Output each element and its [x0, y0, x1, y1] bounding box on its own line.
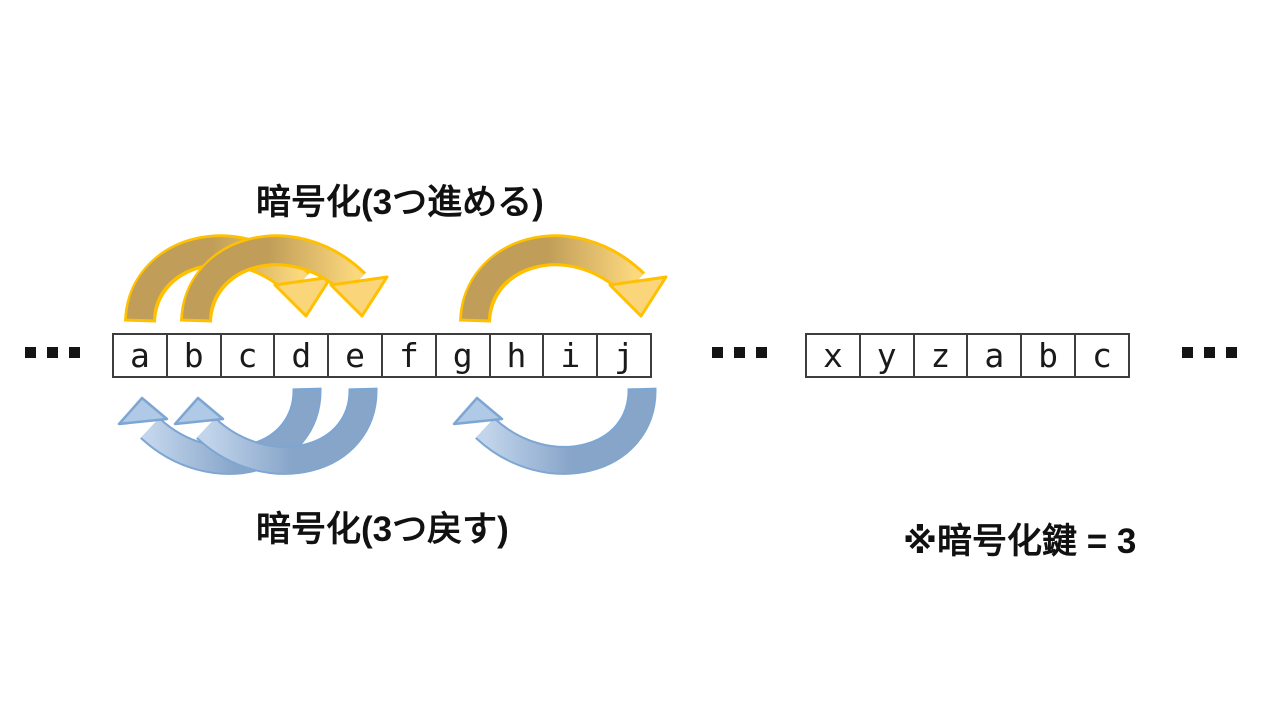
arrow-band-outline	[475, 387, 657, 475]
arrow-head	[329, 275, 389, 318]
forward-arrow-g-to-j	[459, 234, 668, 324]
letter-cell: c	[219, 333, 276, 378]
square-dot-icon	[1204, 347, 1215, 358]
letter-cell: e	[327, 333, 383, 378]
encrypt-label: 暗号化(3つ進める)	[256, 183, 544, 222]
arrow-head	[608, 275, 668, 318]
square-dot-icon	[1226, 347, 1237, 358]
letter-cell: d	[273, 333, 330, 378]
letter-cell: b	[165, 333, 222, 378]
arrow-band	[476, 390, 655, 473]
letter-cell: j	[596, 333, 652, 378]
forward-arrow-b-to-e	[180, 234, 389, 324]
arrow-head	[173, 396, 225, 426]
arrow-band-outline	[180, 234, 367, 324]
arrow-band	[197, 390, 376, 473]
backward-arrow-j-to-g	[452, 387, 657, 475]
letter-cell: a	[966, 333, 1023, 378]
ellipsis-right-icon	[1182, 347, 1237, 358]
letter-cell: f	[380, 333, 437, 378]
arrow-band-outline	[124, 234, 311, 324]
arrow-band	[141, 390, 320, 473]
arrow-band	[183, 237, 365, 321]
square-dot-icon	[47, 347, 58, 358]
letter-cell: x	[805, 333, 861, 378]
letter-cell: c	[1073, 333, 1130, 378]
square-dot-icon	[69, 347, 80, 358]
arrow-band	[127, 237, 309, 321]
square-dot-icon	[734, 347, 745, 358]
arrow-band	[462, 237, 644, 321]
letter-cell: h	[488, 333, 545, 378]
letter-cell: b	[1020, 333, 1076, 378]
letter-cell: i	[542, 333, 599, 378]
decrypt-label: 暗号化(3つ戻す)	[256, 510, 509, 549]
square-dot-icon	[756, 347, 767, 358]
arrow-head	[273, 275, 333, 318]
backward-arrow-e-to-b	[173, 387, 378, 475]
forward-arrow-a-to-d	[124, 234, 333, 324]
arrow-band-outline	[459, 234, 646, 324]
arrow-head	[117, 396, 169, 426]
key-note-label: ※暗号化鍵 = 3	[903, 522, 1137, 561]
letter-cell: y	[858, 333, 915, 378]
backward-arrow-d-to-a	[117, 387, 322, 475]
letter-cell: g	[434, 333, 491, 378]
arrow-band-outline	[140, 387, 322, 475]
ellipsis-middle-icon	[712, 347, 767, 358]
arrow-head	[452, 396, 504, 426]
square-dot-icon	[1182, 347, 1193, 358]
square-dot-icon	[25, 347, 36, 358]
square-dot-icon	[712, 347, 723, 358]
ellipsis-left-icon	[25, 347, 80, 358]
letter-cell: a	[112, 333, 168, 378]
letter-cell: z	[912, 333, 969, 378]
arrow-band-outline	[196, 387, 378, 475]
